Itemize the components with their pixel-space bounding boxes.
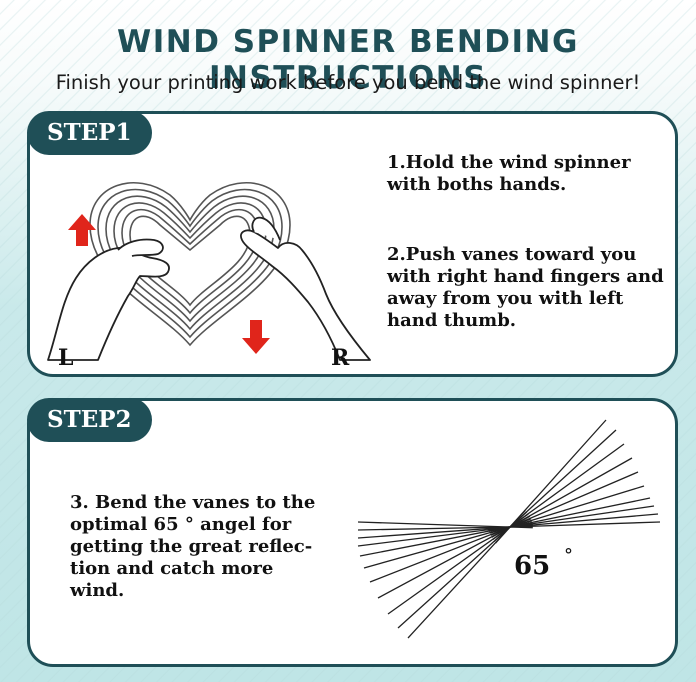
step1-badge: STEP1 (27, 111, 152, 155)
vane-line (407, 526, 511, 639)
instruction-3: 3. Bend the vanes to the optimal 65 ° an… (70, 492, 316, 601)
left-hand (47, 247, 170, 361)
up-arrow-icon (68, 214, 96, 246)
vane-line (509, 505, 655, 528)
vane-line (387, 526, 511, 615)
right-hand-label: R (331, 345, 350, 371)
vane-line (363, 526, 511, 569)
right-finger (251, 216, 281, 241)
right-hand (240, 229, 371, 361)
down-arrow-icon (242, 320, 270, 354)
left-thumb (117, 238, 164, 257)
vane-line (357, 526, 511, 531)
vane-line (509, 521, 661, 528)
page-subtitle: Finish your printing work before you ben… (55, 71, 641, 94)
vane-outline (97, 188, 283, 339)
vane-line (509, 471, 639, 528)
vane-line (509, 497, 651, 528)
heart-spinner-hands-illustration (47, 181, 371, 361)
vane-line (377, 526, 511, 599)
vane-outline (105, 195, 275, 331)
instruction-2: 2.Push vanes toward you with right hand … (387, 244, 664, 331)
vane-line (357, 526, 511, 539)
step2-badge: STEP2 (27, 398, 152, 442)
vane-line (495, 526, 511, 544)
vane-line (509, 443, 625, 528)
vane-line (509, 513, 659, 528)
vane-line (509, 457, 633, 528)
step2-panel (27, 398, 678, 667)
page-title: WIND SPINNER BENDING INSTRUCTIONS (117, 24, 579, 96)
vane-line (357, 521, 511, 528)
vane-line (509, 485, 645, 528)
step1-panel (27, 111, 678, 377)
left-hand-label: L (58, 345, 74, 371)
vane-angle-diagram (357, 419, 661, 639)
instruction-1: 1.Hold the wind spinner with boths hands… (387, 152, 631, 195)
vane-line (397, 526, 511, 629)
vane-line (357, 526, 511, 547)
angle-value-label: 65 (514, 551, 551, 581)
vane-line (509, 429, 617, 528)
vane-line (359, 526, 511, 557)
vane-line (369, 526, 511, 583)
vane-line (509, 419, 607, 528)
degree-symbol: ° (564, 545, 573, 566)
